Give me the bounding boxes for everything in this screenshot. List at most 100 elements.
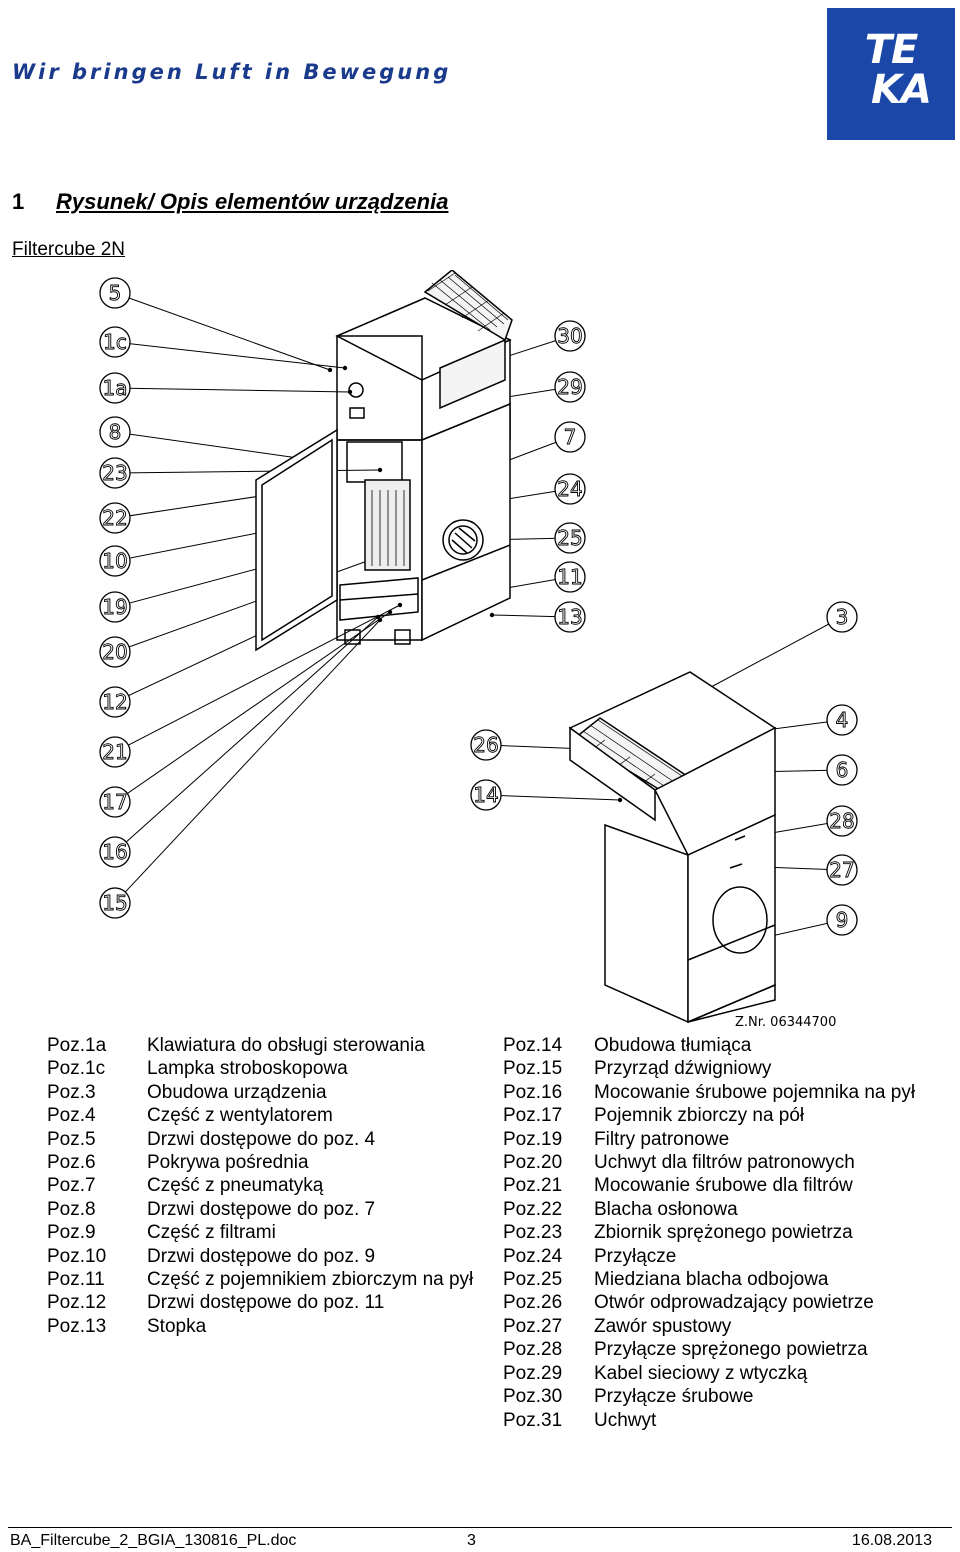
- callout-number: 11: [557, 565, 582, 589]
- callout-number: 12: [102, 690, 127, 714]
- leader-dot: [387, 609, 393, 615]
- legend-position: Poz.20: [503, 1152, 563, 1174]
- product-subtitle: Filtercube 2N: [12, 239, 125, 260]
- callout-number: 9: [836, 908, 849, 932]
- callout-number: 3: [836, 605, 849, 629]
- callout-number: 1a: [103, 376, 128, 400]
- legend-position: Poz.28: [503, 1339, 563, 1361]
- legend-position: Poz.4: [47, 1105, 96, 1127]
- footer-date: 16.08.2013: [851, 1532, 932, 1549]
- legend-description: Obudowa tłumiąca: [594, 1035, 752, 1056]
- callout-number: 6: [836, 758, 849, 782]
- legend-position: Poz.30: [503, 1386, 563, 1408]
- callout-9: 9: [742, 904, 858, 945]
- leader-line: [114, 431, 313, 461]
- legend-row: Poz.16 Mocowanie śrubowe pojemnika na pył: [503, 1081, 953, 1104]
- callout-1a: 1a: [99, 372, 353, 404]
- legend-position: Poz.9: [47, 1222, 96, 1244]
- callout-balloon: [826, 805, 858, 837]
- callout-number: 14: [473, 783, 498, 807]
- callout-number: 15: [102, 891, 127, 915]
- legend-position: Poz.16: [503, 1081, 563, 1103]
- callout-balloon: [554, 601, 586, 633]
- legend-position: Poz.22: [503, 1198, 563, 1220]
- callout-balloon: [99, 326, 131, 358]
- leader-dot: [397, 602, 403, 608]
- legend-position: Poz.1c: [47, 1058, 106, 1080]
- leader-dot: [489, 612, 495, 618]
- legend-description: Drzwi dostępowe do poz. 9: [147, 1245, 376, 1267]
- callout-25: 25: [475, 522, 586, 554]
- callout-26: 26: [470, 729, 615, 761]
- callout-balloon: [99, 502, 131, 534]
- callout-balloon: [99, 736, 131, 768]
- legend-position: Poz.6: [47, 1152, 96, 1174]
- callout-22: 22: [99, 487, 303, 534]
- callout-balloon: [99, 786, 131, 818]
- callout-number: 17: [102, 790, 127, 814]
- legend-description: Drzwi dostępowe do poz. 7: [147, 1198, 376, 1220]
- leader-dot: [377, 617, 383, 623]
- legend-description: Mocowanie śrubowe pojemnika na pył: [594, 1081, 916, 1103]
- section-title: Rysunek/ Opis elementów urządzenia: [56, 189, 449, 214]
- callout-balloon: [826, 601, 858, 633]
- legend-description: Część z filtrami: [147, 1222, 276, 1244]
- legend-position: Poz.14: [503, 1035, 563, 1056]
- callout-19: 19: [99, 557, 293, 623]
- leader-dot: [327, 367, 333, 373]
- callout-number: 30: [557, 324, 582, 348]
- callout-balloon: [826, 854, 858, 886]
- callout-balloon: [826, 704, 858, 736]
- legend-description: Otwór odprowadzający powietrze: [594, 1292, 874, 1314]
- footer-divider: [8, 1527, 952, 1528]
- callout-balloon: [99, 836, 131, 868]
- legend-description: Pokrywa pośrednia: [147, 1152, 309, 1174]
- callout-5: 5: [99, 277, 333, 373]
- callout-13: 13: [489, 601, 586, 633]
- unit-front-open: [255, 270, 513, 652]
- legend-position: Poz.11: [47, 1269, 105, 1291]
- legend-description: Miedziana blacha odbojowa: [594, 1269, 829, 1291]
- leader-line: [114, 619, 381, 904]
- leader-line: [114, 616, 379, 853]
- legend-description: Uchwyt: [594, 1409, 657, 1431]
- legend-description: Blacha osłonowa: [594, 1198, 738, 1220]
- footer-filename: BA_Filtercube_2_BGIA_130816_PL.doc: [10, 1532, 297, 1549]
- callout-number: 26: [473, 733, 498, 757]
- callout-number: 10: [102, 549, 127, 573]
- legend-description: Mocowanie śrubowe dla filtrów: [594, 1175, 853, 1197]
- legend-row: Poz.9 Część z filtrami: [47, 1221, 492, 1244]
- leader-line: [114, 292, 331, 371]
- callout-balloon: [826, 904, 858, 936]
- legend-description: Drzwi dostępowe do poz. 4: [147, 1128, 376, 1150]
- callout-balloon: [99, 591, 131, 623]
- legend-position: Poz.26: [503, 1292, 563, 1314]
- legend-description: Filtry patronowe: [594, 1128, 730, 1150]
- callout-number: 1c: [103, 330, 127, 354]
- teka-logo: TE KA: [827, 8, 955, 140]
- legend-description: Przyrząd dźwigniowy: [594, 1058, 772, 1080]
- legend-description: Część z pneumatyką: [147, 1175, 324, 1197]
- legend-description: Kabel sieciowy z wtyczką: [594, 1362, 808, 1384]
- callout-balloon: [99, 372, 131, 404]
- callout-number: 20: [102, 640, 127, 664]
- legend-description: Pojemnik zbiorczy na pół: [594, 1105, 805, 1127]
- legend-position: Poz.13: [47, 1315, 107, 1337]
- legend-description: Drzwi dostępowe do poz. 11: [147, 1292, 385, 1314]
- callout-balloon: [99, 545, 131, 577]
- callout-15: 15: [99, 617, 383, 919]
- callout-number: 4: [836, 708, 849, 732]
